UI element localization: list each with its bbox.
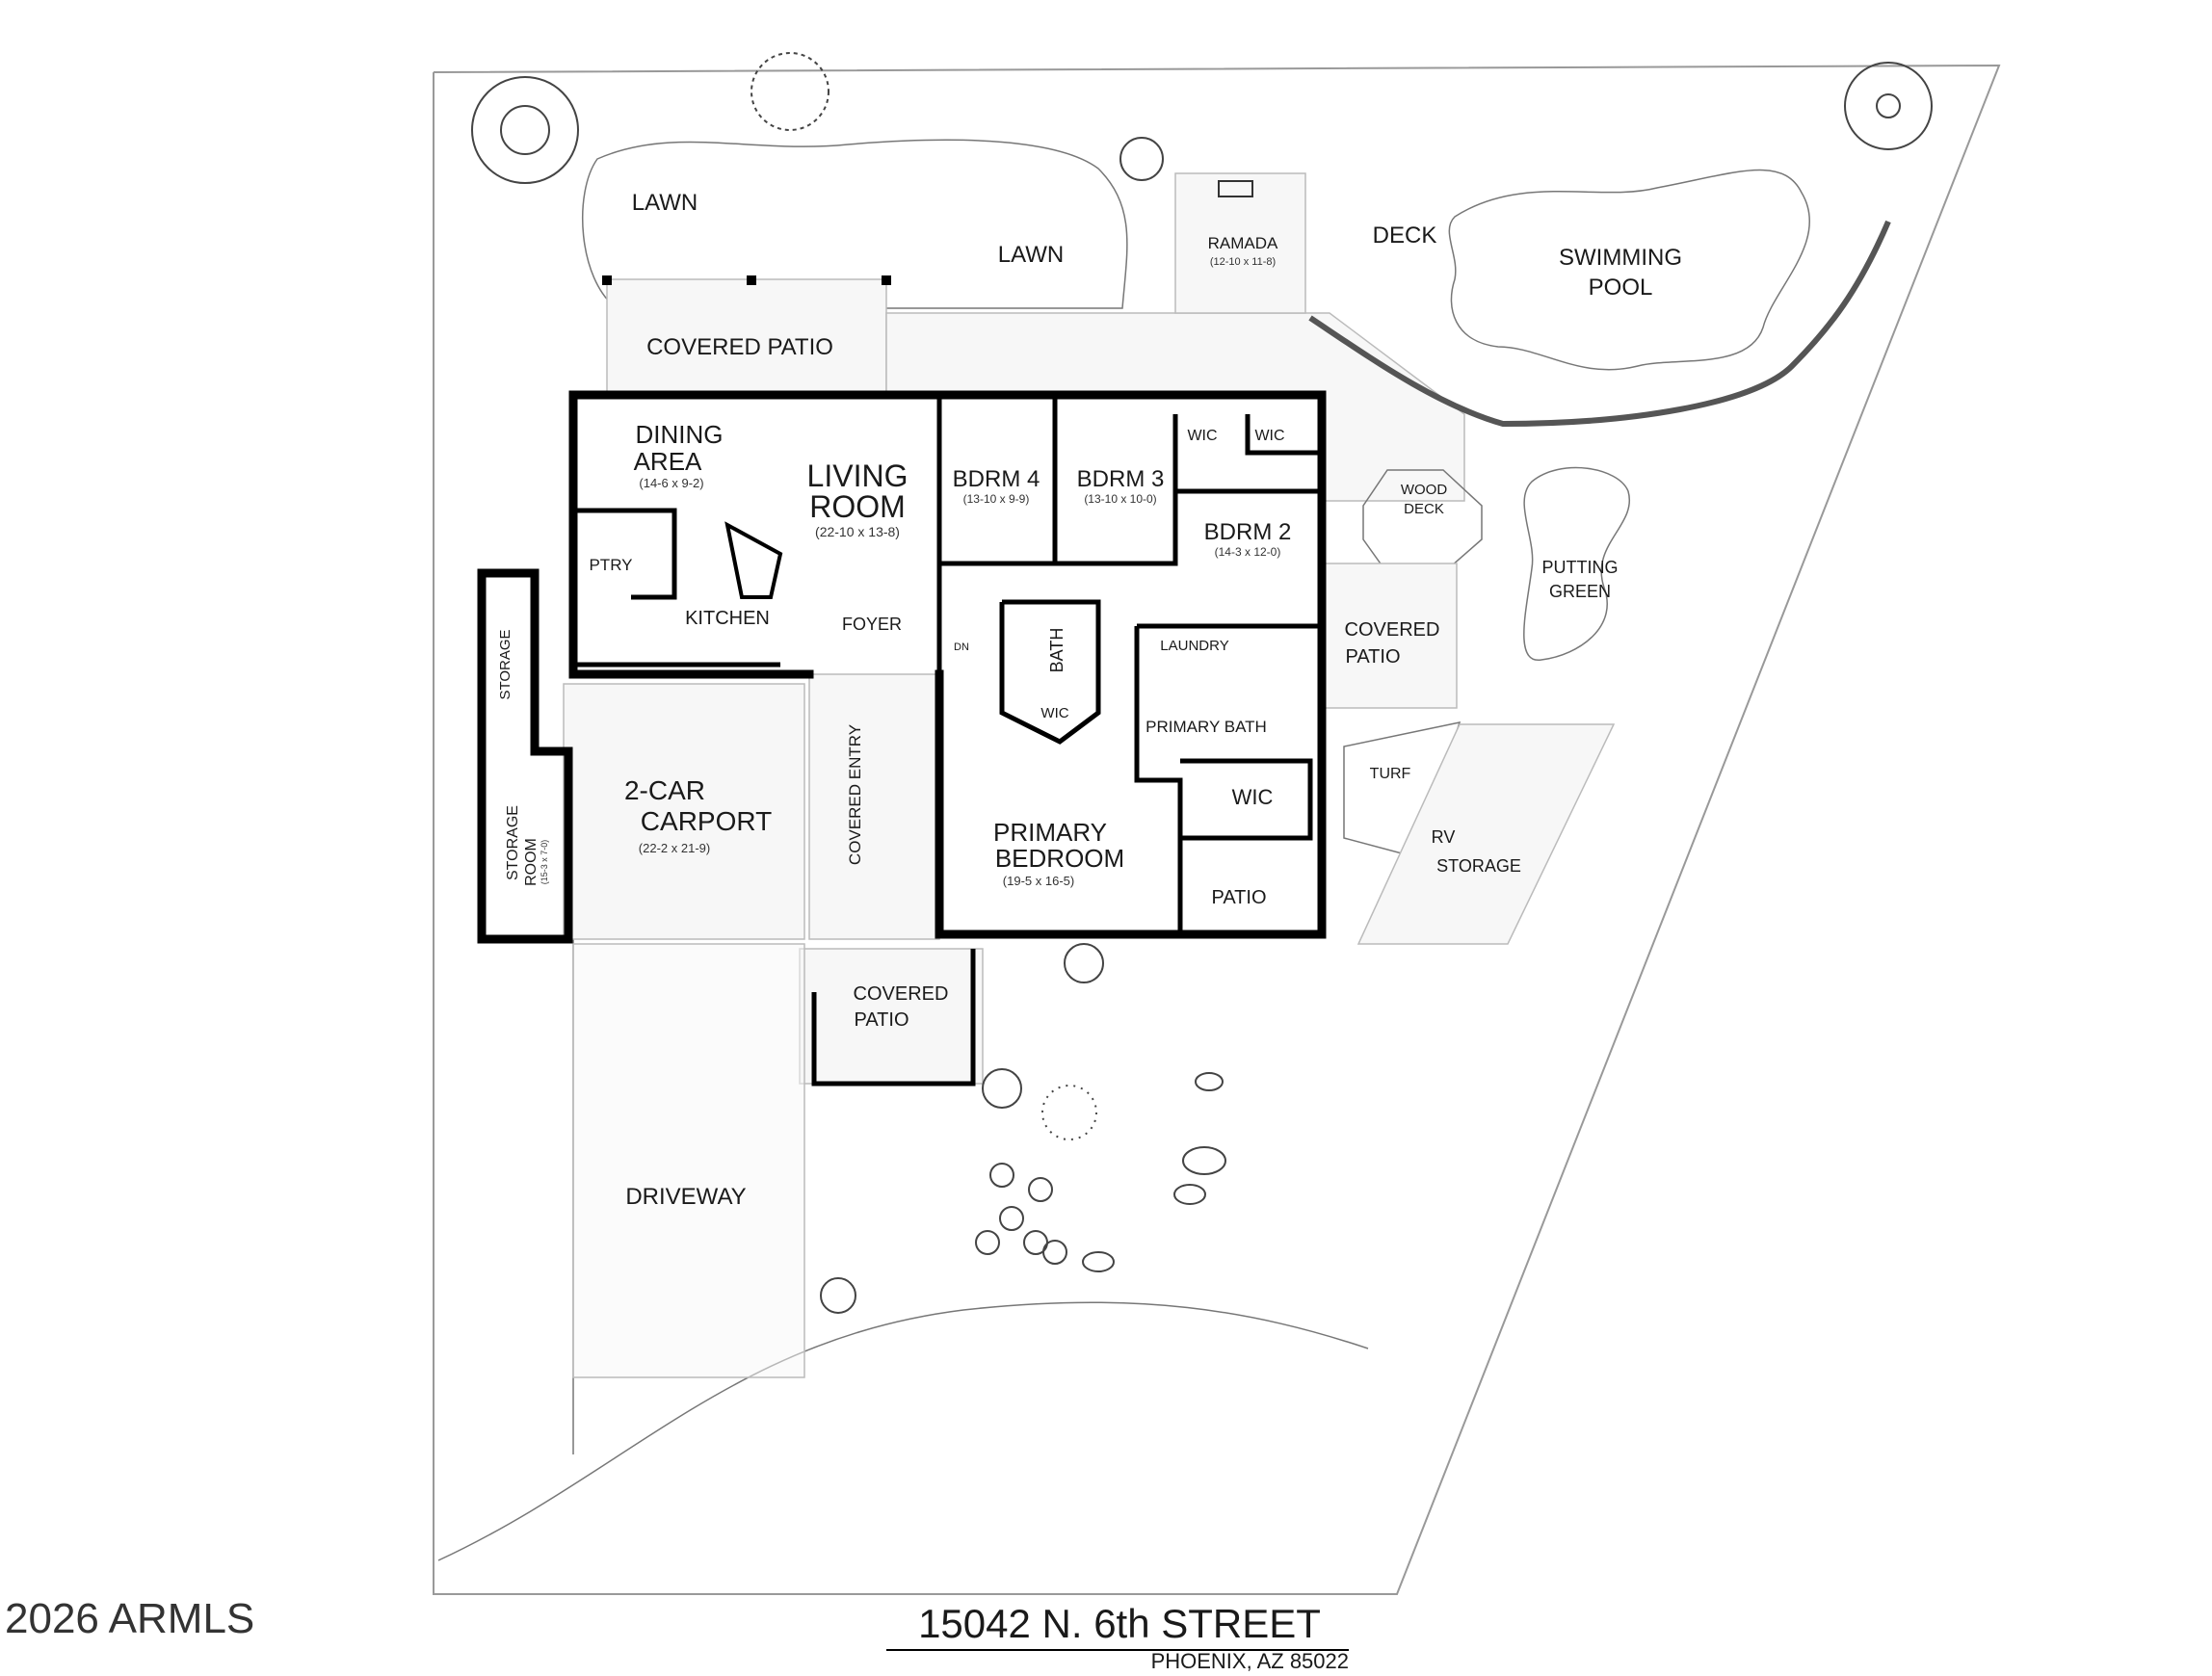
bdrm2-dim: (14-3 x 12-0) [1215,545,1281,559]
driveway-area [572,943,805,1378]
wic-label: WIC [1232,785,1274,809]
wood-deck-label: DECK [1404,501,1444,517]
rv-storage-label: STORAGE [1436,856,1521,876]
pool-label: SWIMMING [1559,245,1682,271]
front-patio-rail [811,949,976,1087]
primary-bath-label: PRIMARY BATH [1146,718,1267,736]
bdrm3-label: BDRM 3 [1077,466,1165,492]
putting-green-label: PUTTING [1542,558,1619,577]
carport-label: 2-CAR [624,775,705,805]
interior-wall [939,488,1322,566]
carport-label: CARPORT [641,806,772,836]
house-wall [568,390,814,679]
driveway-label: DRIVEWAY [625,1184,746,1210]
pool-outline [1448,169,1811,371]
interior-wall [999,599,1101,745]
living-label: ROOM [809,489,906,524]
cactus-icon [1041,1085,1097,1140]
foyer-label: FOYER [842,615,902,634]
front-covered-patio-area [799,948,984,1085]
laundry-label: LAUNDRY [1160,638,1228,654]
primary-bedroom-dim: (19-5 x 16-5) [1003,874,1074,888]
living-label: LIVING [807,458,908,493]
interior-wall [1245,414,1322,456]
wic-label: WIC [1040,705,1068,721]
shrub-icon [820,943,1104,1314]
interior-wall [1134,626,1183,848]
rv-storage-area [1356,723,1616,945]
storage-wall [477,568,573,944]
covered-patio-rear-area [606,278,887,396]
driveway-curve [437,1301,1369,1561]
interior-wall [573,508,677,600]
turf-label: TURF [1370,766,1411,782]
address-title: 15042 N. 6th STREET [918,1601,1321,1646]
bdrm2-label: BDRM 2 [1204,519,1292,545]
dn-label: DN [954,642,969,653]
deck-label: DECK [1373,223,1437,249]
kitchen-label: KITCHEN [685,608,770,629]
covered-entry-label: COVERED ENTRY [846,724,864,865]
carport-dim: (22-2 x 21-9) [639,841,710,855]
bath-label: BATH [1047,628,1066,673]
primary-bedroom-label: BEDROOM [995,844,1124,873]
ramada-dim: (12-10 x 11-8) [1210,256,1276,268]
lawn-label: LAWN [632,190,698,216]
wood-deck-label: WOOD [1401,482,1447,498]
bdrm3-dim: (13-10 x 10-0) [1084,492,1156,506]
covered-patio-front-label: PATIO [854,1009,908,1031]
storage-room-label: ROOM [523,838,540,886]
living-dim: (22-10 x 13-8) [815,524,900,539]
shrub-icon [750,52,830,131]
lawn-1-shape [582,139,1128,309]
putting-green-label: GREEN [1549,582,1611,601]
copyright-watermark: 2026 ARMLS [5,1595,254,1642]
wic-label: WIC [1254,428,1284,444]
boulder-icon [1082,1072,1226,1272]
rv-storage-label: RV [1432,827,1456,847]
covered-patio-side-label: COVERED [1345,619,1440,641]
carport-area [563,683,805,940]
storage-room-label: STORAGE [505,805,521,880]
pool-edge [1308,220,1891,428]
tree-icon [471,76,579,184]
groundcover-icon [975,1163,1067,1265]
covered-patio-rear-label: COVERED PATIO [646,334,833,360]
lawn-label: LAWN [998,242,1064,268]
covered-entry-area [808,673,940,940]
ramada-label: RAMADA [1208,234,1278,252]
covered-patio-side-label: PATIO [1345,646,1400,668]
patio-post [882,275,891,285]
city-subtitle: PHOENIX, AZ 85022 [1151,1649,1349,1673]
covered-patio-front-label: COVERED [854,983,949,1005]
primary-bedroom-label: PRIMARY [993,818,1107,847]
interior-wall [1180,758,1313,841]
dining-dim: (14-6 x 9-2) [639,476,703,490]
house-wall [568,390,1327,939]
dining-label: DINING [636,420,724,449]
pool-label: POOL [1589,275,1653,301]
ramada-grill [1218,180,1253,197]
patio-label: PATIO [1211,887,1266,908]
wic-label: WIC [1187,428,1217,444]
bdrm4-dim: (13-10 x 9-9) [963,492,1030,506]
kitchen-island [724,521,783,599]
lot-boundary [433,64,2001,1595]
storage-label: STORAGE [497,629,514,699]
ptry-label: PTRY [589,556,632,574]
patio-post [602,275,612,285]
putting-green-shape [1523,466,1631,661]
palm-tree-icon [1844,62,1933,150]
dining-label: AREA [634,447,702,476]
storage-room-dim: (15-3 x 7-0) [540,840,549,885]
patio-post [747,275,756,285]
agave-icon [1119,137,1164,181]
bdrm4-label: BDRM 4 [953,466,1040,492]
